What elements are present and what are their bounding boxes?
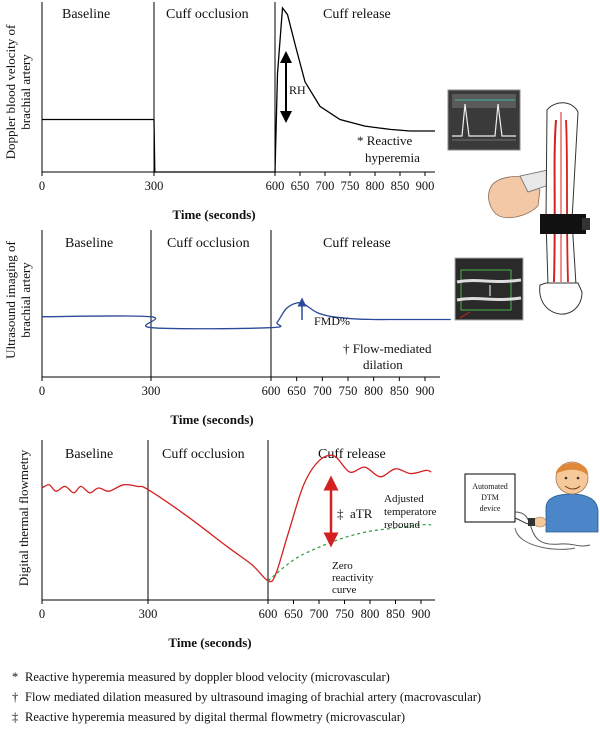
x-tick-label: 850 — [386, 607, 405, 621]
ultrasound-line — [41, 302, 451, 330]
x-tick-label: 300 — [142, 384, 161, 398]
rh-label: RH — [289, 83, 306, 97]
x-tick-label: 650 — [291, 179, 310, 193]
panel-dtm: Digital thermal flowmetry Baseline Cuff … — [16, 440, 437, 650]
device-label: DTM — [481, 493, 499, 502]
footnote-text: Flow mediated dilation measured by ultra… — [25, 690, 482, 704]
x-tick-label: 650 — [287, 384, 306, 398]
x-tick-label: 600 — [262, 384, 281, 398]
phase-label-occlusion: Cuff occlusion — [166, 7, 249, 22]
x-tick-label: 300 — [139, 607, 158, 621]
phase-label-baseline: Baseline — [65, 236, 113, 251]
fmd-label: FMD% — [314, 314, 350, 328]
x-tick-label: 900 — [416, 384, 435, 398]
note-dilation: dilation — [363, 357, 403, 372]
doppler-velocity-line — [42, 6, 435, 173]
reactivity-label: reactivity — [332, 572, 374, 584]
footnote-1: * Reactive hyperemia measured by doppler … — [12, 670, 390, 685]
phase-label-release: Cuff release — [323, 7, 391, 22]
x-tick-label: 850 — [391, 179, 410, 193]
y-axis-label: brachial artery — [18, 262, 33, 338]
x-tick-label: 800 — [366, 179, 385, 193]
x-tick-label: 0 — [39, 179, 45, 193]
x-tick-label: 600 — [259, 607, 278, 621]
curve-label: curve — [332, 584, 357, 596]
ultrasound-image — [454, 257, 524, 321]
x-tick-label: 300 — [145, 179, 164, 193]
phase-label-occlusion: Cuff occlusion — [162, 447, 245, 462]
device-label: device — [480, 504, 501, 513]
note-flow-mediated: † Flow-mediated — [343, 341, 432, 356]
x-tick-label: 600 — [266, 179, 285, 193]
footnote-symbol: * — [12, 670, 19, 684]
x-axis-label: Time (seconds) — [170, 412, 253, 427]
temperatore-label: temperatore — [384, 506, 437, 518]
phase-label-baseline: Baseline — [65, 447, 113, 462]
x-ticks: 0 300 600 650 700 750 800 850 900 — [39, 600, 431, 621]
x-tick-label: 0 — [39, 384, 45, 398]
x-tick-label: 0 — [39, 607, 45, 621]
ultrasound-probe-hand — [488, 169, 553, 219]
y-axis-label: brachial artery — [18, 54, 33, 130]
panel-doppler: Doppler blood velocity of brachial arter… — [3, 2, 435, 222]
x-tick-label: 900 — [412, 607, 431, 621]
x-tick-label: 750 — [339, 384, 358, 398]
x-ticks: 0 300 600 650 700 750 800 850 900 — [39, 172, 435, 193]
adjusted-label: Adjusted — [384, 493, 424, 505]
footnote-symbol: ‡ — [12, 710, 19, 724]
zero-reactivity-line — [267, 523, 432, 582]
doppler-waveform-image — [447, 89, 521, 151]
x-tick-label: 700 — [313, 384, 332, 398]
note-reactive: * Reactive — [357, 133, 412, 148]
phase-label-baseline: Baseline — [62, 7, 110, 22]
dtm-temperature-line — [41, 454, 432, 583]
y-axis-label: Doppler blood velocity of — [3, 24, 18, 159]
atr-label: aTR — [350, 506, 373, 521]
rebound-label: rebound — [384, 519, 421, 531]
footnote-2: † Flow mediated dilation measured by ultr… — [12, 690, 481, 705]
phase-label-occlusion: Cuff occlusion — [167, 236, 250, 251]
note-hyperemia: hyperemia — [365, 150, 420, 165]
phase-label-release: Cuff release — [318, 447, 386, 462]
phase-label-release: Cuff release — [323, 236, 391, 251]
footnote-3: ‡ Reactive hyperemia measured by digital … — [12, 710, 405, 725]
device-label: Automated — [472, 482, 508, 491]
x-tick-label: 850 — [390, 384, 409, 398]
x-axis-label: Time (seconds) — [172, 207, 255, 222]
x-tick-label: 750 — [335, 607, 354, 621]
dtm-device-box — [464, 473, 516, 523]
y-axis-label: Digital thermal flowmetry — [16, 449, 31, 586]
dtm-device-illustration: Automated DTM device — [464, 461, 599, 550]
x-tick-label: 700 — [316, 179, 335, 193]
x-tick-label: 750 — [341, 179, 360, 193]
footnote-text: Reactive hyperemia measured by doppler b… — [25, 670, 390, 684]
footnote-text: Reactive hyperemia measured by digital t… — [25, 710, 406, 724]
x-ticks: 0 300 600 650 700 750 800 850 900 — [39, 377, 435, 398]
x-tick-label: 700 — [310, 607, 329, 621]
x-tick-label: 650 — [284, 607, 303, 621]
x-tick-label: 800 — [361, 607, 380, 621]
x-tick-label: 900 — [416, 179, 435, 193]
x-tick-label: 800 — [364, 384, 383, 398]
y-axis-label: Ultrasound imaging of — [3, 240, 18, 358]
footnote-symbol: † — [12, 690, 19, 704]
panel-ultrasound: Ultrasound imaging of brachial artery Ba… — [3, 230, 451, 427]
arm-illustration — [539, 102, 590, 315]
zero-label: Zero — [332, 560, 353, 572]
x-axis-label: Time (seconds) — [168, 635, 251, 650]
dagger-symbol: ‡ — [337, 506, 344, 521]
